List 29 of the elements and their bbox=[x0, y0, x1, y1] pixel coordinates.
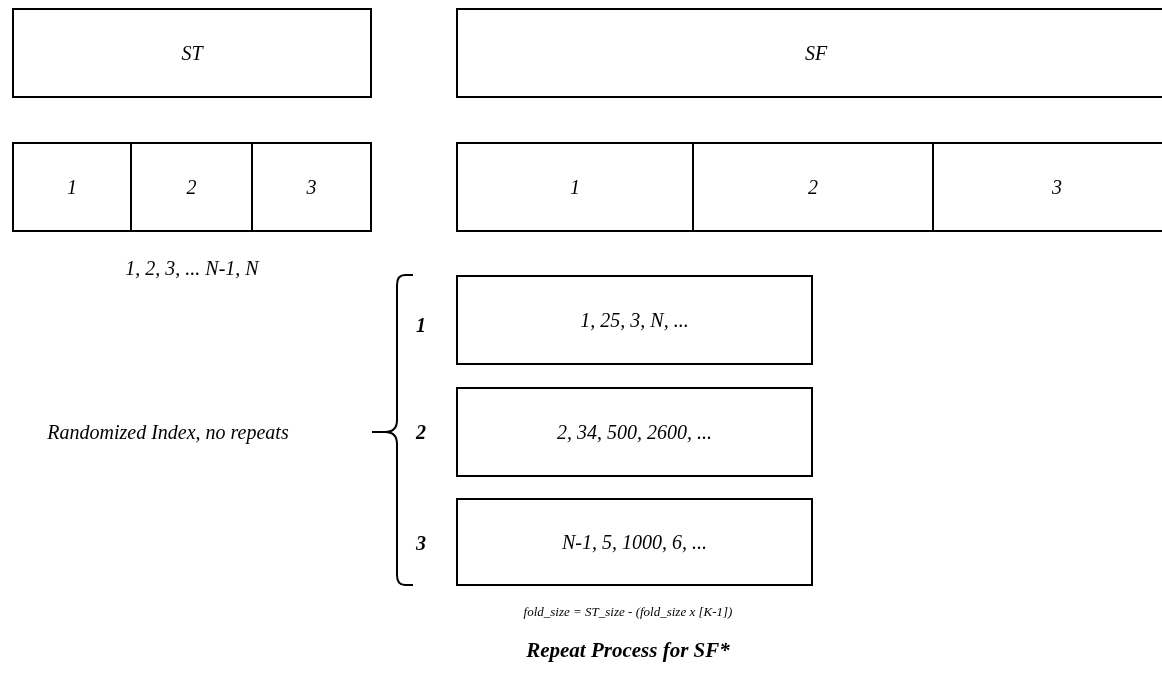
box-label: 1 bbox=[67, 175, 77, 199]
box-label: N-1, 5, 1000, 6, ... bbox=[562, 530, 707, 554]
box-label: 2 bbox=[186, 175, 197, 199]
box-label: 2 bbox=[808, 175, 818, 199]
box-label: SF bbox=[804, 41, 828, 65]
segment-cell bbox=[456, 142, 694, 232]
fold-number: 2 bbox=[416, 420, 426, 444]
fold-box bbox=[456, 498, 813, 586]
fold-number: 1 bbox=[416, 313, 426, 337]
segment-cell bbox=[130, 142, 253, 232]
box-label: ST bbox=[181, 41, 203, 65]
segment-cell bbox=[932, 142, 1162, 232]
fold-box bbox=[456, 387, 813, 477]
box-label: 2, 34, 500, 2600, ... bbox=[557, 420, 712, 444]
formula-text: fold_size = ST_size - (fold_size x [K-1]) bbox=[523, 604, 733, 620]
fold-box bbox=[456, 275, 813, 365]
box-label: 3 bbox=[1052, 175, 1062, 199]
box-label: 1 bbox=[570, 175, 580, 199]
segment-cell bbox=[692, 142, 934, 232]
bar-box bbox=[456, 8, 1162, 98]
box-label: 1, 25, 3, N, ... bbox=[580, 308, 689, 332]
heading-text: Repeat Process for SF* bbox=[526, 637, 730, 663]
segment-cell bbox=[12, 142, 132, 232]
fold-number: 3 bbox=[416, 531, 426, 555]
caption-text: Randomized Index, no repeats bbox=[47, 420, 289, 444]
bar-box bbox=[12, 8, 372, 98]
segment-cell bbox=[251, 142, 372, 232]
caption-text: 1, 2, 3, ... N-1, N bbox=[125, 256, 259, 280]
box-label: 3 bbox=[306, 175, 317, 199]
